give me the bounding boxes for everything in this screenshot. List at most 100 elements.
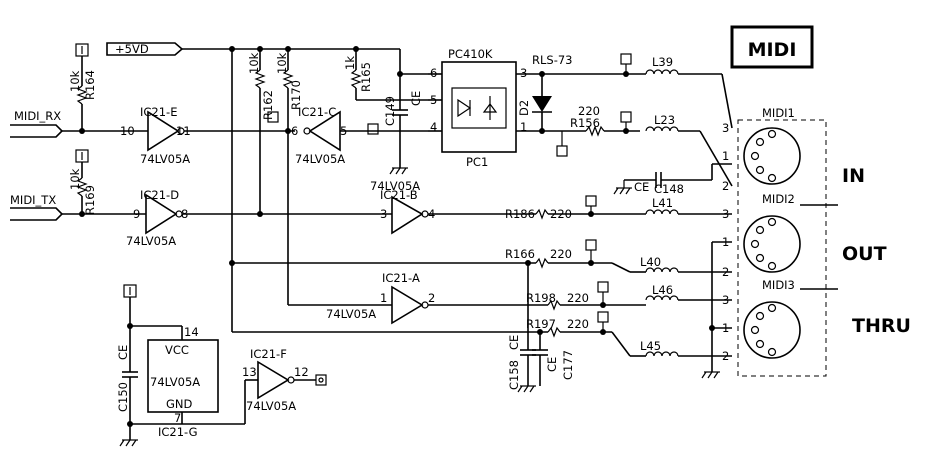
svg-text:IN: IN [842,165,865,187]
svg-text:IC21-F: IC21-F [250,347,287,361]
supply-label: +5VD [115,42,149,56]
capacitor-c149: C149 CE 74LV05A [370,74,423,193]
svg-text:PC1: PC1 [466,155,488,169]
svg-text:74LV05A: 74LV05A [326,307,376,321]
svg-text:1k: 1k [343,56,357,70]
svg-text:L41: L41 [652,196,673,210]
svg-text:IC21-G: IC21-G [158,425,198,439]
midi-tx-port: MIDI_TX [10,193,146,221]
svg-text:3: 3 [722,207,729,221]
resistor-r170: 10k R170 [275,49,303,305]
svg-text:IC21-E: IC21-E [140,105,177,119]
ic21-g-power: VCC 74LV05A GND 14 7 IC21-G C150 CE [116,284,258,447]
svg-text:3: 3 [722,121,729,135]
svg-text:6: 6 [291,124,298,138]
svg-text:1: 1 [722,235,729,249]
capacitor-c158: C158 CE [507,260,536,393]
svg-text:L40: L40 [640,255,661,269]
gate-ic21-f: 13 12 IC21-F 74LV05A [242,347,327,413]
svg-text:R156: R156 [570,116,600,130]
svg-text:L39: L39 [652,55,673,69]
svg-text:MIDI3: MIDI3 [762,278,795,292]
svg-text:R169: R169 [83,185,97,215]
svg-text:MIDI_RX: MIDI_RX [14,109,61,123]
svg-text:74LV05A: 74LV05A [140,152,190,166]
svg-text:R197: R197 [526,317,556,331]
gate-ic21-b: 3 4 IC21-B [380,188,536,235]
gate-ic21-c: 6 5 IC21-C 74LV05A [291,105,428,166]
resistor-r197: R197 220 [232,311,612,338]
svg-text:220: 220 [550,207,572,221]
svg-text:12: 12 [294,365,309,379]
resistor-r164: 10k R164 [68,43,97,131]
svg-text:D2: D2 [517,100,531,116]
svg-text:220: 220 [578,104,600,118]
svg-text:4: 4 [428,207,435,221]
svg-text:CE: CE [507,335,521,350]
svg-text:R166: R166 [505,247,535,261]
svg-text:74LV05A: 74LV05A [150,375,200,389]
resistor-r156: 220 R156 [562,104,640,137]
inductor-l41: L41 [645,196,732,215]
svg-text:C149: C149 [383,96,397,126]
resistor-r166: R166 220 [232,239,612,269]
svg-text:R198: R198 [526,291,556,305]
svg-text:2: 2 [722,179,729,193]
svg-text:IC21-B: IC21-B [380,188,418,202]
svg-text:1: 1 [722,321,729,335]
svg-text:MIDI_TX: MIDI_TX [10,193,56,207]
svg-text:13: 13 [242,365,257,379]
svg-text:L45: L45 [640,339,661,353]
title-block: MIDI [730,25,814,69]
svg-text:2: 2 [428,291,435,305]
svg-text:3: 3 [520,66,527,80]
resistor-r198: R198 220 [526,281,646,311]
resistor-r186: R186 220 [505,195,646,221]
svg-text:1: 1 [380,291,387,305]
svg-text:L23: L23 [654,113,675,127]
svg-text:CE: CE [634,180,649,194]
svg-text:4: 4 [430,120,437,134]
svg-text:5: 5 [340,124,347,138]
svg-text:R164: R164 [83,70,97,100]
svg-text:CE: CE [116,345,130,360]
svg-text:9: 9 [133,207,140,221]
svg-text:C177: C177 [561,350,575,380]
inductor-l23: L23 [620,111,733,187]
resistor-r162: 10k R162 [247,49,279,213]
svg-text:2: 2 [722,349,729,363]
svg-text:74LV05A: 74LV05A [295,152,345,166]
svg-text:74LV05A: 74LV05A [126,234,176,248]
connector-midi3: MIDI3 3 1 2 THRU [722,278,911,363]
capacitor-c148: CE C148 [613,163,732,196]
svg-text:R170: R170 [289,80,303,110]
svg-text:PC410K: PC410K [448,47,493,61]
gate-ic21-d: 9 8 IC21-D 74LV05A [126,188,392,248]
svg-text:14: 14 [184,325,199,339]
svg-text:8: 8 [181,207,188,221]
svg-text:CE: CE [409,91,423,106]
connector-shield-ground [701,119,827,379]
svg-text:C150: C150 [116,382,130,412]
gate-ic21-a: 1 2 IC21-A 74LV05A [288,271,548,325]
svg-text:220: 220 [567,317,589,331]
optocoupler-pc1: PC410K PC1 6 5 4 3 1 [428,47,562,169]
svg-text:10k: 10k [275,52,289,74]
inductor-l39: L39 [542,53,733,129]
resistor-r169: 10k R169 [68,149,97,215]
svg-text:IC21-D: IC21-D [140,188,179,202]
title-label: MIDI [748,39,797,61]
svg-text:74LV05A: 74LV05A [246,399,296,413]
svg-text:CE: CE [545,357,559,372]
inductor-l45: L45 [611,331,732,357]
svg-text:220: 220 [567,291,589,305]
svg-text:GND: GND [166,397,193,411]
svg-text:THRU: THRU [852,315,911,337]
svg-text:VCC: VCC [165,343,189,357]
svg-text:7: 7 [174,411,181,425]
svg-text:OUT: OUT [842,243,887,265]
connector-midi1: MIDI1 3 1 2 IN [722,106,865,193]
gate-ic21-e: 10 11 IC21-E 74LV05A [115,105,295,166]
connector-midi2: MIDI2 3 1 2 OUT [722,192,887,279]
diode-d2: RLS-73 D2 [517,53,572,157]
